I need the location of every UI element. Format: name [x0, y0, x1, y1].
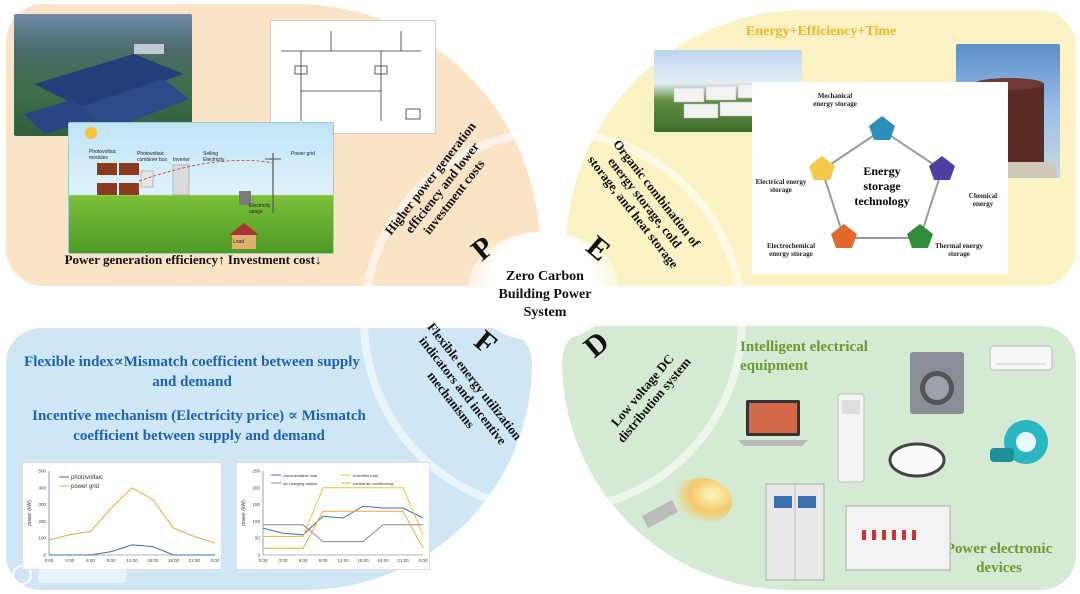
x-tick-label: 6:00	[299, 558, 308, 563]
pv-system-illustration: Photovoltaic modules Photovoltaic combin…	[68, 122, 334, 254]
center-ring	[360, 128, 746, 514]
series-line	[48, 487, 216, 544]
pv-label: Power grid	[291, 151, 315, 157]
x-tick-label: 15:00	[357, 558, 369, 563]
series-line	[263, 510, 424, 549]
pv-label: Inverter	[173, 157, 190, 163]
y-tick-label: 250	[252, 469, 260, 474]
x-tick-label: 12:00	[126, 558, 138, 563]
center-title-line: Zero Carbon	[506, 269, 584, 284]
series-line	[263, 487, 424, 537]
pv-label: Photovoltaic modules	[89, 149, 117, 161]
x-tick-label: 0:00	[211, 558, 220, 563]
x-tick-label: 6:00	[86, 558, 95, 563]
series-line	[263, 524, 423, 543]
y-tick-label: 200	[38, 519, 46, 524]
x-tick-label: 15:00	[147, 558, 159, 563]
chart-2: 0 50 100 150 200 250 0:00 3:00 6:00 9:00 12:00 15:0…	[236, 462, 430, 570]
storage-node-label: Thermal energy storage	[934, 242, 983, 258]
circuit-diagram	[270, 20, 436, 134]
x-tick-label: 3:00	[65, 558, 74, 563]
y-axis-label: power (kW)	[241, 500, 247, 526]
y-axis-label: power (kW)	[27, 500, 33, 526]
pv-label: Selling Electricity	[203, 151, 225, 163]
storage-node-label: Chemical energy	[968, 192, 998, 208]
series-line	[262, 505, 424, 536]
dc-title-equipment: Intelligent electrical equipment	[740, 339, 868, 374]
y-tick-label: 0	[43, 553, 46, 558]
x-tick-label: 18:00	[168, 558, 180, 563]
legend-label: central air conditioning	[353, 481, 393, 486]
x-tick-label: 9:00	[319, 558, 328, 563]
pv-plant-illustration	[24, 44, 189, 134]
x-tick-label: 0:00	[45, 558, 54, 563]
watermark-logo	[10, 563, 130, 592]
legend-label: Air charging station	[283, 481, 317, 486]
y-tick-label: 100	[38, 536, 46, 541]
x-tick-label: 3:00	[279, 558, 288, 563]
x-tick-label: 9:00	[107, 558, 116, 563]
flex-index-text: Flexible index∝Mismatch coefficient betw…	[24, 354, 360, 390]
chart-1: 0 100 200 300 400 500 0:00 3:00 6:00 9:00 12:00 15:…	[22, 462, 222, 570]
y-tick-label: 300	[38, 502, 46, 507]
pv-label: Electricity usage	[249, 203, 271, 215]
y-tick-label: 500	[38, 469, 46, 474]
x-tick-label: 18:00	[377, 558, 389, 563]
x-tick-label: 21:00	[189, 558, 201, 563]
wall-air-conditioner-icon	[989, 345, 1053, 371]
storage-node-label: Mechanical energy storage	[813, 92, 857, 108]
y-tick-label: 0	[257, 553, 260, 558]
center-circle	[468, 232, 618, 342]
light-bulb-icon	[642, 478, 732, 528]
x-tick-label: 21:00	[397, 558, 409, 563]
x-tick-label: 12:00	[337, 558, 349, 563]
air-conditioner-tower-icon	[837, 393, 865, 483]
vacuum-cleaner-icon	[990, 420, 1048, 464]
chart-2-svg: 0 50 100 150 200 250 0:00 3:00 6:00 9:00 12:00 15:0…	[241, 469, 428, 564]
laptop-icon	[738, 400, 808, 446]
y-tick-label: 50	[255, 536, 261, 541]
x-tick-label: 0:00	[259, 558, 268, 563]
storage-hub-label: Energy storage technology	[854, 164, 910, 208]
washing-machine-icon	[910, 352, 964, 414]
storage-technology-panel: Energy storage technology Mechanical ene…	[752, 82, 1008, 274]
legend-label: Invertible load	[353, 473, 378, 478]
storage-node-label: Electrochemical energy storage	[766, 242, 816, 258]
legend-label: Uncontrollable load	[283, 473, 317, 478]
storage-node-label: Electrical energy storage	[755, 178, 807, 194]
pv-caption: Power generation efficiency↑ Investment …	[64, 252, 322, 267]
dc-title-devices: Power electronic devices	[945, 541, 1053, 576]
pv-label: Photovoltaic combiner box	[137, 151, 168, 163]
distribution-cabinet-icon	[765, 483, 825, 581]
incentive-text: Incentive mechanism (Electricity price) …	[32, 408, 366, 444]
y-tick-label: 100	[252, 519, 260, 524]
circuit-breaker-panel-icon	[845, 505, 951, 571]
ceiling-light-icon	[888, 442, 946, 478]
y-tick-label: 200	[252, 485, 260, 490]
legend-label: photovoltaic	[71, 475, 103, 481]
pv-plant-photo	[14, 14, 192, 136]
series-line	[49, 544, 215, 556]
chart-1-svg: 0 100 200 300 400 500 0:00 3:00 6:00 9:00 12:00 15:…	[27, 469, 220, 564]
center-title: Zero Carbon Building Power System	[478, 268, 612, 322]
pv-label: Load	[233, 239, 245, 245]
center-title-line: Building Power	[498, 287, 592, 302]
x-tick-label: 0:00	[419, 558, 428, 563]
center-title-line: System	[523, 305, 567, 320]
storage-title: Energy+Efficiency+Time	[746, 24, 897, 39]
storage-pentagon	[809, 116, 955, 248]
y-tick-label: 400	[38, 485, 46, 490]
pv-system-drawing	[85, 127, 281, 249]
y-tick-label: 150	[252, 502, 260, 507]
storage-facility-drawing	[673, 83, 769, 119]
circuit-schematic	[281, 31, 421, 121]
legend-label: power grid	[71, 484, 99, 490]
watermark-graphic	[12, 565, 126, 585]
